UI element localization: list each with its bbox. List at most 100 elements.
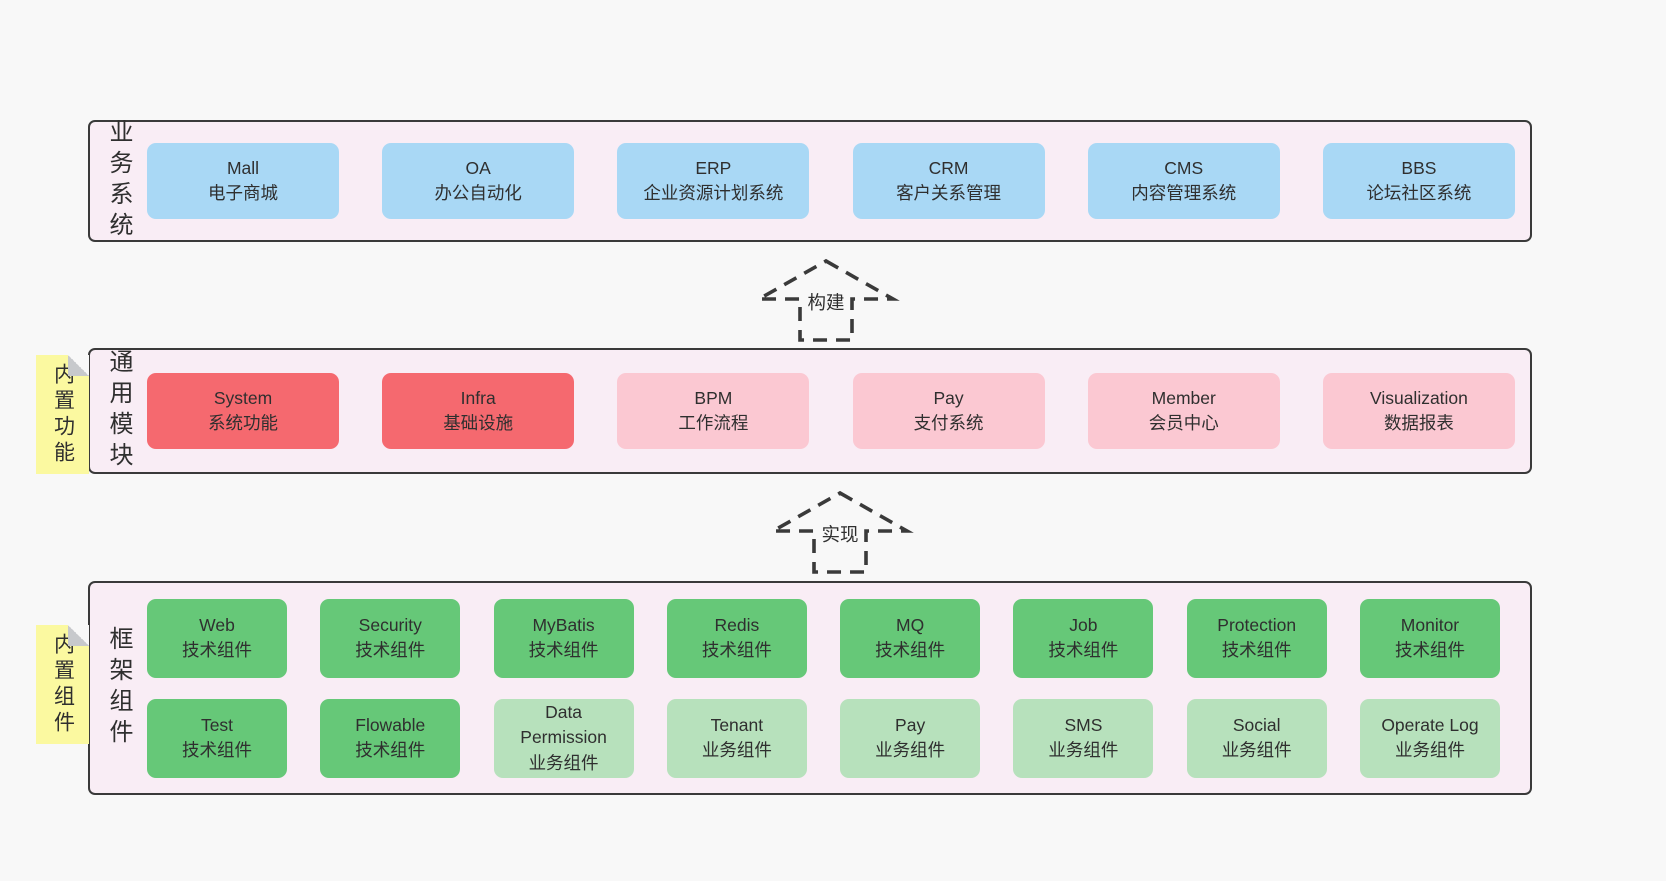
box-subtitle: 业务组件 [528, 752, 599, 773]
box-subtitle: 业务组件 [1048, 740, 1119, 760]
box-infra: Infra 基础设施 [382, 373, 575, 449]
components-row-1: Web 技术组件 Security 技术组件 MyBatis 技术组件 Redi… [147, 598, 1500, 678]
box-subtitle: 内容管理系统 [1131, 183, 1237, 203]
box-title: MQ [896, 614, 925, 635]
layer-business-systems: 业务系统 Mall 电子商城 OA 办公自动化 ERP 企业资源计划系统 CRM… [88, 119, 1532, 243]
box-title: Monitor [1400, 614, 1460, 635]
box-subtitle: 电子商城 [208, 183, 278, 203]
box-title: CRM [928, 157, 969, 178]
box-subtitle: 技术组件 [701, 640, 772, 660]
up-arrow-icon [752, 258, 900, 342]
components-rows: Web 技术组件 Security 技术组件 MyBatis 技术组件 Redi… [90, 583, 1530, 793]
box-title: SMS [1064, 714, 1103, 735]
layer-framework-components: 框架组件 Web 技术组件 Security 技术组件 MyBatis 技术组件… [88, 581, 1532, 795]
box-security: Security 技术组件 [320, 598, 461, 678]
box-subtitle: 支付系统 [913, 413, 984, 433]
box-subtitle: 技术组件 [1394, 640, 1465, 660]
box-title: BBS [1401, 157, 1437, 178]
modules-boxes-row: System 系统功能 Infra 基础设施 BPM 工作流程 Pay 支付系统… [90, 350, 1530, 472]
box-mybatis: MyBatis 技术组件 [493, 598, 634, 678]
box-pay-module: Pay 支付系统 [852, 373, 1045, 449]
business-boxes-row: Mall 电子商城 OA 办公自动化 ERP 企业资源计划系统 CRM 客户关系… [90, 122, 1530, 240]
box-subtitle: 客户关系管理 [896, 183, 1002, 203]
box-flowable: Flowable 技术组件 [320, 698, 461, 778]
box-crm: CRM 客户关系管理 [852, 143, 1045, 219]
box-subtitle: 业务组件 [701, 740, 772, 760]
box-title: Redis [714, 614, 760, 635]
box-visualization: Visualization 数据报表 [1322, 373, 1515, 449]
box-cms: CMS 内容管理系统 [1087, 143, 1280, 219]
arrow-implement-label: 实现 [818, 520, 862, 549]
arrow-build-label: 构建 [804, 288, 848, 317]
box-social: Social 业务组件 [1186, 698, 1327, 778]
box-monitor: Monitor 技术组件 [1359, 598, 1500, 678]
box-title: Infra [460, 387, 496, 408]
box-title: Tenant [710, 714, 764, 735]
box-subtitle: 技术组件 [528, 640, 599, 660]
box-subtitle: 技术组件 [355, 740, 426, 760]
box-subtitle: 技术组件 [875, 640, 946, 660]
box-subtitle: 业务组件 [1394, 740, 1465, 760]
box-pay-component: Pay 业务组件 [840, 698, 981, 778]
layer-business-side-label: 业务系统 [105, 119, 132, 243]
arrow-implement: 实现 [765, 488, 915, 576]
box-title: Test [200, 714, 234, 735]
box-title: Job [1069, 614, 1098, 635]
layer-components-side-label: 框架组件 [105, 626, 132, 750]
box-oa: OA 办公自动化 [382, 143, 575, 219]
box-title: ERP [695, 157, 732, 178]
box-title: Security [358, 614, 422, 635]
box-subtitle: 基础设施 [443, 413, 514, 433]
layer-common-modules: 通用模块 System 系统功能 Infra 基础设施 BPM 工作流程 Pay… [88, 348, 1532, 474]
box-subtitle: 工作流程 [678, 413, 749, 433]
box-title: MyBatis [532, 614, 595, 635]
box-bbs: BBS 论坛社区系统 [1322, 143, 1515, 219]
box-subtitle: 系统功能 [208, 413, 278, 433]
box-data-permission: Data Permission 业务组件 [493, 698, 634, 778]
box-title: Operate Log [1381, 714, 1479, 735]
sticky-note-built-in-components: 内置组件 [36, 625, 89, 744]
box-title: BPM [694, 387, 733, 408]
components-row-2: Test 技术组件 Flowable 技术组件 Data Permission … [147, 698, 1500, 778]
box-subtitle: 技术组件 [182, 640, 252, 660]
box-subtitle: 办公自动化 [434, 183, 522, 203]
box-mq: MQ 技术组件 [840, 598, 981, 678]
box-subtitle: 技术组件 [355, 640, 426, 660]
box-sms: SMS 业务组件 [1013, 698, 1154, 778]
box-operate-log: Operate Log 业务组件 [1359, 698, 1500, 778]
box-subtitle: 论坛社区系统 [1366, 183, 1472, 203]
box-subtitle: 业务组件 [1221, 740, 1292, 760]
box-title: Social [1232, 714, 1281, 735]
box-title: Member [1151, 387, 1216, 408]
box-title: Protection [1217, 614, 1297, 635]
box-title: Visualization [1369, 387, 1468, 408]
note-label: 内置功能 [51, 362, 75, 467]
box-bpm: BPM 工作流程 [617, 373, 810, 449]
box-title: CMS [1164, 157, 1204, 178]
box-title: Web [199, 614, 235, 635]
box-title: Pay [895, 714, 926, 735]
layer-modules-side-label: 通用模块 [105, 349, 132, 473]
box-member: Member 会员中心 [1087, 373, 1280, 449]
note-label: 内置组件 [51, 632, 75, 737]
box-subtitle: 企业资源计划系统 [643, 183, 784, 203]
box-subtitle: 技术组件 [182, 740, 252, 760]
box-subtitle: 数据报表 [1383, 413, 1454, 433]
box-title: System [213, 387, 273, 408]
box-title: OA [465, 157, 491, 178]
sticky-note-built-in-features: 内置功能 [36, 355, 89, 474]
box-redis: Redis 技术组件 [666, 598, 807, 678]
box-protection: Protection 技术组件 [1186, 598, 1327, 678]
box-subtitle: 技术组件 [1048, 640, 1119, 660]
box-title: Flowable [355, 714, 426, 735]
box-title: Pay [933, 387, 964, 408]
box-title: Mall [226, 157, 260, 178]
box-subtitle: 业务组件 [875, 740, 946, 760]
box-subtitle: 技术组件 [1221, 640, 1292, 660]
box-web: Web 技术组件 [147, 598, 287, 678]
box-title: Data Permission [520, 701, 607, 748]
box-tenant: Tenant 业务组件 [666, 698, 807, 778]
box-job: Job 技术组件 [1013, 598, 1154, 678]
box-erp: ERP 企业资源计划系统 [617, 143, 810, 219]
